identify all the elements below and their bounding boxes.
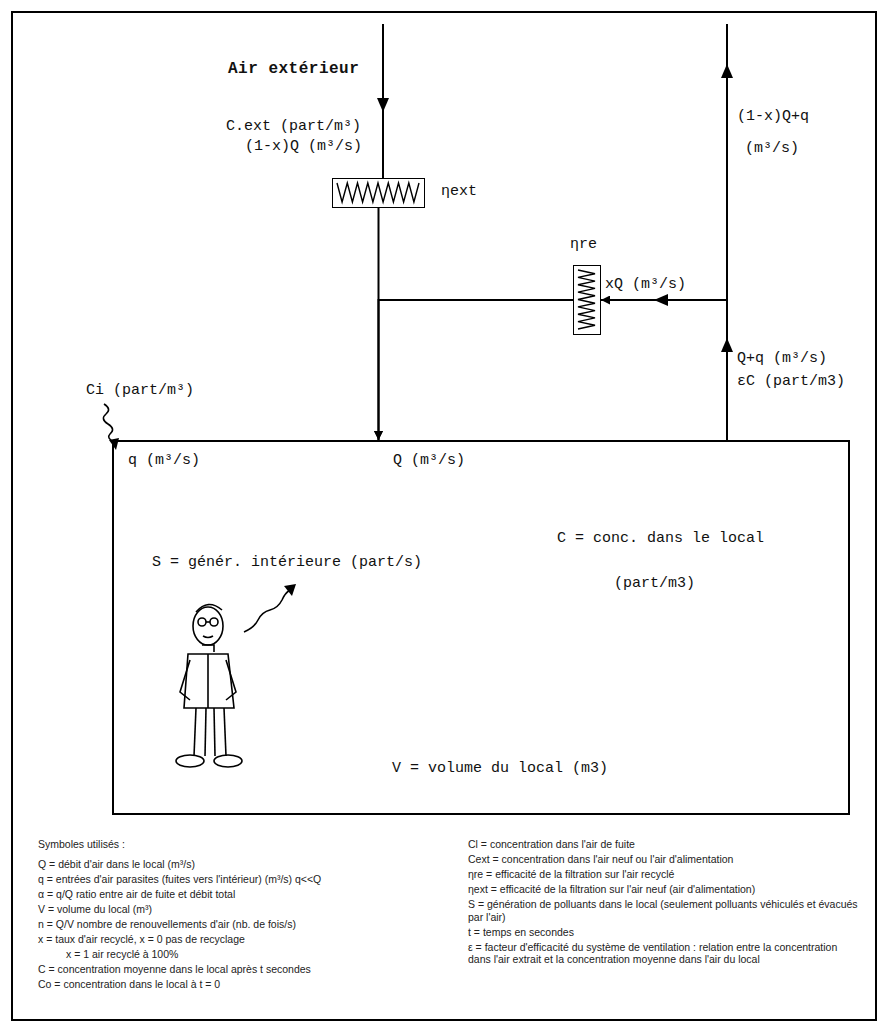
flow-label: Q (m³/s) <box>393 452 465 470</box>
symbol-line: Cext = concentration dans l'air neuf ou … <box>468 853 860 866</box>
symbol-line: Co = concentration dans le local à t = 0 <box>38 978 220 991</box>
flow-arrow <box>284 584 296 596</box>
filter-zigzag <box>578 270 595 329</box>
symbol-line: x = 1 air recyclé à 100% <box>66 948 178 961</box>
recycle-filter: ηre <box>573 265 601 335</box>
unit-label: (m³/s) <box>745 140 799 158</box>
leak-squiggle <box>103 404 114 442</box>
flow-label: xQ (m³/s) <box>605 276 686 294</box>
symbol-line: α = q/Q ratio entre air de fuite et débi… <box>38 888 235 901</box>
flow-arrow <box>377 98 389 112</box>
filter-label: ηre <box>570 236 597 254</box>
concentration-label: C = conc. dans le local <box>557 530 764 548</box>
person-figure <box>176 604 242 767</box>
symbol-line: V = volume du local (m³) <box>38 903 152 916</box>
inlet-label: Air extérieur <box>228 60 359 78</box>
symbol-line: x = taux d'air recyclé, x = 0 pas de rec… <box>38 933 245 946</box>
unit-label: (part/m3) <box>614 575 695 593</box>
symbol-line: S = génération de polluants dans le loca… <box>468 898 860 923</box>
symbol-line: q = entrées d'air parasites (fuites vers… <box>38 873 321 886</box>
flow-connector <box>379 300 574 440</box>
concentration-label: εC (part/m3) <box>737 373 845 391</box>
generation-label: S = génér. intérieure (part/s) <box>152 554 422 572</box>
symbol-line: C = concentration moyenne dans le local … <box>38 963 311 976</box>
leak-label: Ci (part/m³) <box>86 382 194 400</box>
filter-label: ηext <box>441 183 477 201</box>
frame <box>12 12 876 1020</box>
symbol-line: Cl = concentration dans l'air de fuite <box>468 838 860 851</box>
symbol-line: ηre = efficacité de la filtration sur l'… <box>468 868 860 881</box>
symbol-line: ε = facteur d'efficacité du système de v… <box>468 941 860 966</box>
flow-label: (1-x)Q (m³/s) <box>245 138 362 156</box>
symbol-line: t = temps en secondes <box>468 926 860 939</box>
flow-label: Q+q (m³/s) <box>737 350 827 368</box>
room-box: S = génér. intérieure (part/s) C = conc. … <box>112 440 850 815</box>
volume-label: V = volume du local (m3) <box>392 760 608 778</box>
filter-media <box>333 179 423 206</box>
flow-arrow <box>721 64 733 78</box>
flow-label: C.ext (part/m³) <box>226 118 361 136</box>
symbol-line: ηext = efficacité de la filtration sur l… <box>468 883 860 896</box>
symbol-line: Q = débit d'air dans le local (m³/s) <box>38 858 195 871</box>
symbol-line: n = Q/V nombre de renouvellements d'air … <box>38 918 296 931</box>
flow-label: (1-x)Q+q <box>737 108 809 126</box>
filter-media <box>574 266 599 333</box>
flow-connector <box>601 300 727 440</box>
supply-filter: ηext <box>332 178 425 208</box>
flow-label: q (m³/s) <box>128 452 200 470</box>
filter-zigzag <box>337 183 419 202</box>
breath-squiggle <box>244 590 290 632</box>
legend-heading: Symboles utilisés : <box>38 838 125 851</box>
